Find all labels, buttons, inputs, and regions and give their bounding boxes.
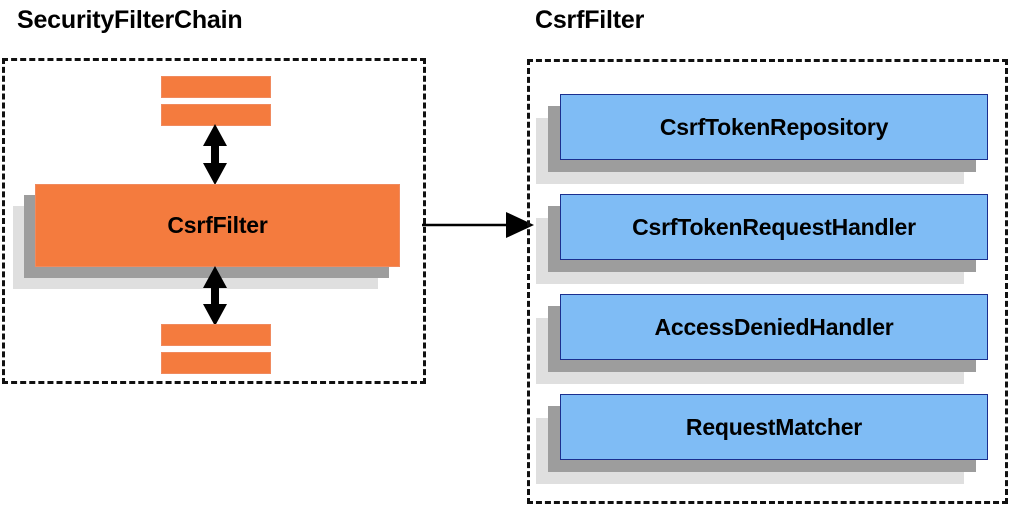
collaborator-block-label: AccessDeniedHandler <box>654 313 894 340</box>
security-filter-chain-container <box>2 58 426 384</box>
collaborator-block-face: CsrfTokenRepository <box>560 94 988 160</box>
csrf-filter-block-label: CsrfFilter <box>167 212 268 238</box>
security-filter-chain-title: SecurityFilterChain <box>17 6 243 34</box>
csrf-up-arrow <box>201 124 229 185</box>
filter-bar-below-2 <box>161 352 271 374</box>
collaborator-block-face: AccessDeniedHandler <box>560 294 988 360</box>
collaborator-block-csrf-token-repository[interactable]: CsrfTokenRepository <box>536 94 988 184</box>
collaborator-block-request-matcher[interactable]: RequestMatcher <box>536 394 988 484</box>
collaborator-block-face: CsrfTokenRequestHandler <box>560 194 988 260</box>
filter-bar-above-1 <box>161 76 271 98</box>
collaborator-block-access-denied-handler[interactable]: AccessDeniedHandler <box>536 294 988 384</box>
collaborator-block-face: RequestMatcher <box>560 394 988 460</box>
collaborator-block-label: CsrfTokenRequestHandler <box>632 213 916 240</box>
csrf-filter-container <box>527 59 1008 504</box>
collaborator-block-label: RequestMatcher <box>685 413 863 440</box>
csrf-filter-block[interactable]: CsrfFilter <box>13 184 400 289</box>
csrf-filter-title: CsrfFilter <box>535 6 645 34</box>
collaborator-block-csrf-token-request-handler[interactable]: CsrfTokenRequestHandler <box>536 194 988 284</box>
chain-to-csrf-arrow <box>420 212 534 238</box>
collaborator-block-label: CsrfTokenRepository <box>659 113 889 140</box>
csrf-down-arrow <box>201 266 229 326</box>
filter-bar-above-2 <box>161 104 271 126</box>
filter-bar-below-1 <box>161 324 271 346</box>
csrf-filter-block-face: CsrfFilter <box>35 184 400 267</box>
